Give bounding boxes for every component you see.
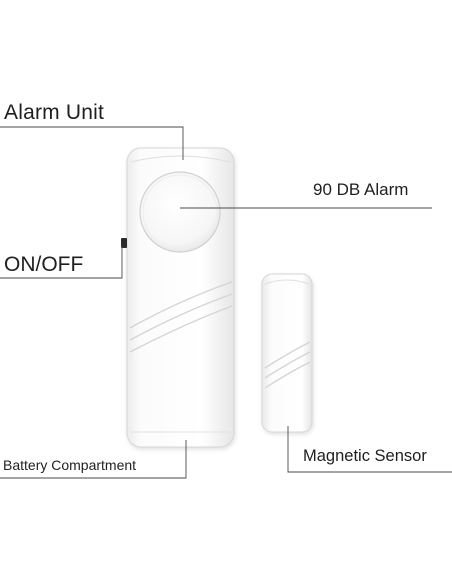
on-off-label: ON/OFF	[4, 253, 84, 276]
db-alarm-label: 90 DB Alarm	[313, 180, 409, 199]
battery-compartment-label: Battery Compartment	[3, 457, 137, 473]
alarm-unit-top-cap	[130, 155, 231, 163]
sensor-groove	[264, 341, 311, 369]
magnetic-sensor	[261, 273, 313, 433]
sensor-groove	[264, 361, 311, 389]
body-groove	[129, 305, 233, 353]
alarm-unit-label: Alarm Unit	[4, 101, 105, 124]
sensor-top-cap	[264, 279, 310, 285]
magnetic-sensor-label: Magnetic Sensor	[303, 447, 427, 465]
leader-line-alarm-unit	[0, 126, 184, 160]
speaker-inner-ring	[142, 174, 218, 250]
alarm-unit	[126, 147, 235, 448]
body-groove	[129, 281, 233, 329]
speaker-grille	[139, 171, 221, 253]
body-groove	[129, 293, 233, 341]
leader-line-battery	[0, 440, 187, 479]
magnetic-sensor-body	[261, 273, 313, 433]
leader-line-magnetic-sensor	[287, 426, 452, 473]
leader-lines	[0, 126, 452, 479]
leader-line-on-off	[0, 246, 123, 279]
sensor-groove	[264, 351, 311, 379]
on-off-switch	[121, 238, 127, 248]
